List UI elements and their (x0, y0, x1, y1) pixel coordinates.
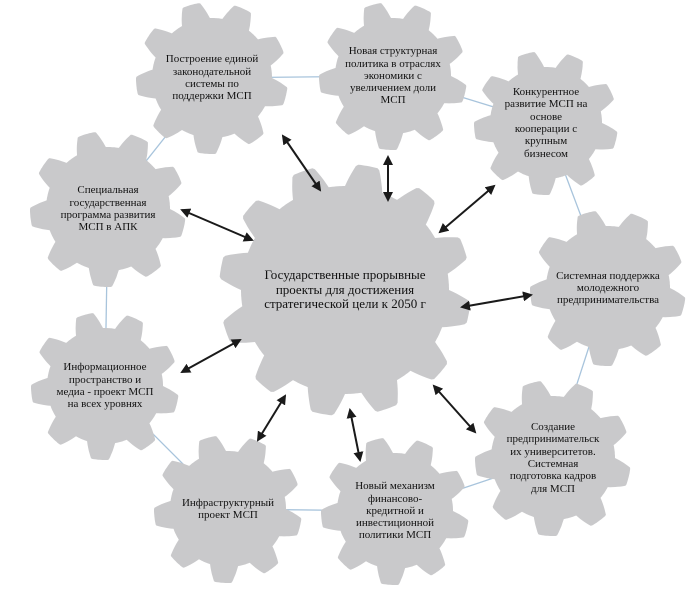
gear-competitive-development (474, 52, 618, 195)
gears-layer (30, 3, 686, 585)
gear-label-legislation: Построение единой законодательной систем… (165, 53, 259, 103)
gear-legislation (136, 3, 288, 155)
double-arrow-0 (281, 134, 322, 192)
double-arrow-8 (180, 208, 254, 242)
gear-label-infrastructure: Инфраструктурный проект МСП (181, 496, 275, 521)
gear-label-competitive-development: Конкурентное развитие МСП на основе кооп… (504, 86, 588, 160)
arrows-layer (180, 134, 533, 462)
double-arrow-7 (180, 339, 242, 373)
gear-label-youth-entrepreneurship: Системная поддержка молодежного предприн… (556, 269, 660, 307)
double-arrow-6 (256, 394, 287, 442)
gear-label-universities: Создание предпринимательск их университе… (506, 421, 600, 495)
gear-label-financial-mechanism: Новый механизм финансово- кредитной и ин… (355, 480, 435, 542)
gear-label-structural-policy: Новая структурная политика в отраслях эк… (345, 45, 441, 107)
center-gear-label: Государственные прорывные проекты для до… (264, 267, 426, 312)
center-gear (219, 164, 471, 416)
double-arrow-5 (346, 408, 364, 462)
gear-financial-mechanism (321, 438, 469, 585)
double-arrow-4 (432, 384, 477, 434)
gear-youth-entrepreneurship (530, 211, 686, 366)
gear-universities (475, 381, 631, 536)
gear-agro-program (30, 132, 186, 287)
gear-label-information-space: Информационное пространство и медиа - пр… (56, 361, 154, 411)
gear-label-agro-program: Специальная государственная программа ра… (60, 184, 156, 234)
gear-infrastructure (154, 436, 302, 583)
double-arrow-2 (438, 184, 496, 234)
double-arrow-3 (460, 291, 533, 311)
gear-information-space (31, 313, 179, 460)
gear-structural-policy (319, 3, 467, 150)
